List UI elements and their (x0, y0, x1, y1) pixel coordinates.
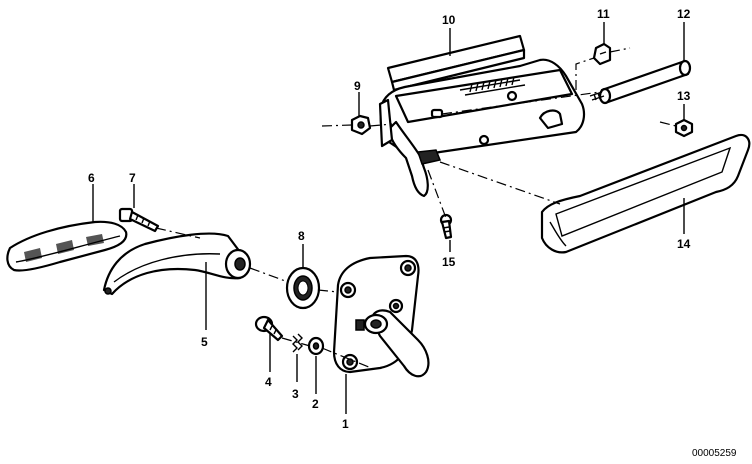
label-11: 11 (597, 7, 610, 21)
label-13: 13 (677, 89, 691, 103)
part-10-cover-strip (386, 34, 526, 92)
part-13-nut (674, 118, 694, 138)
label-14: 14 (677, 237, 691, 251)
label-8: 8 (298, 229, 305, 243)
part-8-washer (285, 266, 321, 310)
part-5-handle (102, 232, 252, 296)
label-6: 6 (88, 171, 95, 185)
label-5: 5 (201, 335, 208, 349)
part-12-rod (589, 59, 692, 105)
label-1: 1 (342, 417, 349, 431)
part-9-nut (350, 114, 372, 136)
part-7-screw (118, 207, 160, 233)
part-2-washer (307, 336, 325, 356)
part-labels: 1 2 3 4 5 6 7 8 9 10 11 12 13 14 15 (88, 7, 691, 431)
label-10: 10 (442, 13, 456, 27)
label-9: 9 (354, 79, 361, 93)
connection-lines (155, 47, 677, 371)
part-4-bolt (254, 315, 284, 342)
housing (378, 58, 586, 198)
diagram-reference-number: 00005259 (692, 448, 737, 459)
part-6-bezel (6, 220, 128, 272)
label-2: 2 (312, 397, 319, 411)
label-15: 15 (442, 255, 456, 269)
part-11-clip (592, 42, 612, 66)
label-7: 7 (129, 171, 136, 185)
part-15-screw (439, 213, 453, 240)
leader-lines (92, 22, 685, 414)
part-3-spring-washer (292, 333, 303, 353)
part-14-trim (540, 133, 751, 254)
part-1-bracket (332, 254, 430, 378)
label-3: 3 (292, 387, 299, 401)
label-4: 4 (265, 375, 272, 389)
label-12: 12 (677, 7, 691, 21)
